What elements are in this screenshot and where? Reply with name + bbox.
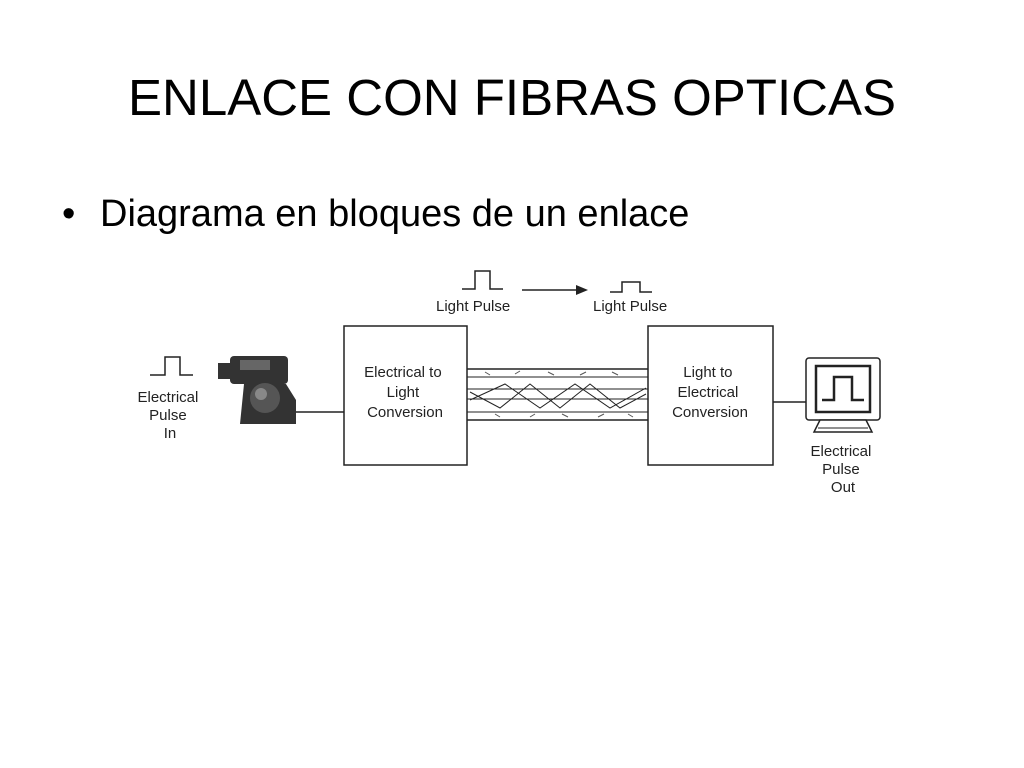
input-label-line-1: Electrical <box>137 389 198 406</box>
input-label: Electrical Pulse In <box>137 389 202 442</box>
input-label-line-2: Pulse <box>149 407 187 424</box>
transmitter-label-line-2: Light <box>387 384 420 401</box>
transmitter-block: Electrical to Light Conversion <box>343 325 468 466</box>
output-label-line-3: Out <box>831 479 856 496</box>
optical-fiber <box>467 368 648 421</box>
receiver-block: Light to Electrical Conversion <box>647 325 774 466</box>
output-label-line-2: Pulse <box>822 461 860 478</box>
light-pulse-icon <box>610 281 652 293</box>
input-label-line-3: In <box>164 425 177 442</box>
output-label: Electrical Pulse Out <box>810 443 875 496</box>
light-pulse-attenuated: Light Pulse <box>593 281 667 315</box>
transmitter-label-line-1: Electrical to <box>364 364 442 381</box>
arrow-right-icon <box>576 285 588 295</box>
receiver-label-line-1: Light to <box>683 364 732 381</box>
light-ray-1 <box>469 383 647 409</box>
light-ray-2 <box>469 383 647 409</box>
light-pulse-label-1: Light Pulse <box>436 298 510 315</box>
slide-title: ENLACE CON FIBRAS OPTICAS <box>128 69 896 126</box>
pulse-arrow <box>522 285 588 295</box>
transmitter-label-line-3: Conversion <box>367 404 443 421</box>
bullet-item: • Diagrama en bloques de un enlace <box>62 190 689 238</box>
light-pulse-label-2: Light Pulse <box>593 298 667 315</box>
transmitter-label: Electrical to Light Conversion <box>364 364 446 421</box>
bullet-text: Diagrama en bloques de un enlace <box>100 193 690 235</box>
light-pulse-icon <box>462 270 503 290</box>
electrical-pulse-icon <box>150 356 193 376</box>
electrical-pulse-in: Electrical Pulse In <box>137 356 202 442</box>
monitor-icon <box>805 357 881 433</box>
bullet-marker: • <box>62 193 76 235</box>
light-pulse-in-transit: Light Pulse <box>436 270 510 315</box>
receiver-label-line-3: Conversion <box>672 404 748 421</box>
electrical-pulse-icon <box>822 375 864 402</box>
receiver-label-line-2: Electrical <box>677 384 738 401</box>
output-label-line-1: Electrical <box>810 443 871 460</box>
camera-icon <box>218 356 296 424</box>
receiver-label: Light to Electrical Conversion <box>672 364 748 421</box>
